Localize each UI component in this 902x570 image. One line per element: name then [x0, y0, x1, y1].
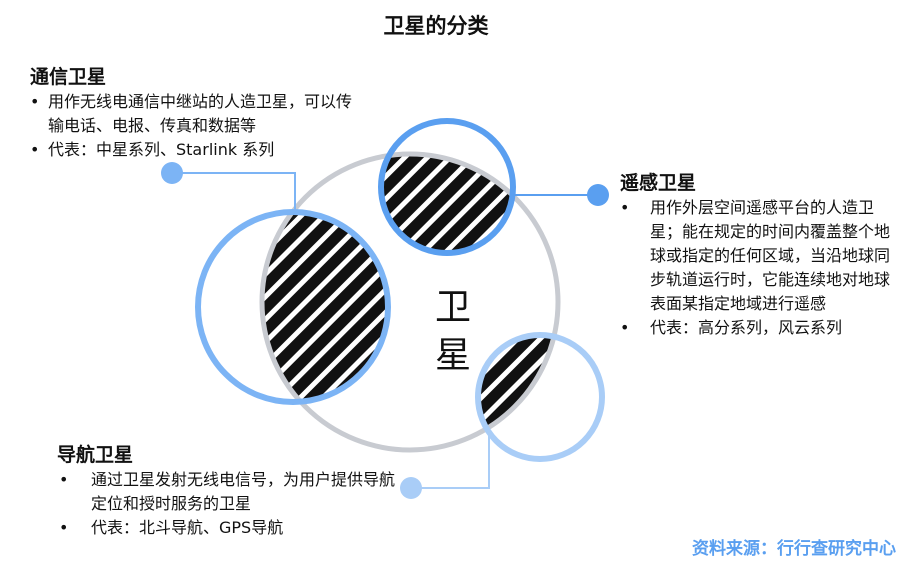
source-note: 资料来源：行行查研究中心 [692, 539, 896, 559]
list-item: 用作无线电通信中继站的人造卫星，可以传输电话、电报、传真和数据等 [30, 90, 365, 138]
center-label: 卫 星 [428, 284, 478, 380]
list-item: 用作外层空间遥感平台的人造卫星；能在规定的时间内覆盖整个地球或指定的任何区域，当… [620, 196, 896, 316]
center-label-char: 星 [434, 335, 471, 376]
remote-circle [378, 118, 516, 256]
nav-bullets: 通过卫星发射无线电信号，为用户提供导航定位和授时服务的卫星 代表：北斗导航、GP… [57, 468, 397, 540]
core-satellite-circle [259, 151, 561, 453]
comm-connector-dot [161, 162, 183, 184]
comm-circle [195, 209, 391, 405]
nav-connector-dot [400, 477, 422, 499]
comm-bullets: 用作无线电通信中继站的人造卫星，可以传输电话、电报、传真和数据等 代表：中星系列… [30, 90, 365, 162]
list-item: 代表：高分系列，风云系列 [620, 316, 896, 340]
remote-intersection [383, 156, 511, 251]
list-item: 通过卫星发射无线电信号，为用户提供导航定位和授时服务的卫星 [57, 468, 397, 516]
nav-section: 导航卫星 通过卫星发射无线电信号，为用户提供导航定位和授时服务的卫星 代表：北斗… [57, 442, 397, 540]
comm-section: 通信卫星 用作无线电通信中继站的人造卫星，可以传输电话、电报、传真和数据等 代表… [30, 64, 365, 162]
remote-connector-dot [587, 184, 609, 206]
diagram-title: 卫星的分类 [383, 14, 489, 38]
list-item: 代表：中星系列、Starlink 系列 [30, 138, 365, 162]
list-item: 代表：北斗导航、GPS导航 [57, 516, 397, 540]
comm-connector [172, 172, 296, 212]
comm-heading: 通信卫星 [30, 66, 107, 88]
nav-connector [411, 432, 490, 489]
remote-bullets: 用作外层空间遥感平台的人造卫星；能在规定的时间内覆盖整个地球或指定的任何区域，当… [620, 196, 896, 340]
remote-section: 遥感卫星 用作外层空间遥感平台的人造卫星；能在规定的时间内覆盖整个地球或指定的任… [620, 170, 896, 340]
remote-heading: 遥感卫星 [620, 172, 697, 194]
nav-circle [475, 332, 605, 462]
nav-heading: 导航卫星 [57, 444, 134, 466]
comm-intersection [264, 214, 386, 400]
center-label-char: 卫 [434, 287, 471, 328]
